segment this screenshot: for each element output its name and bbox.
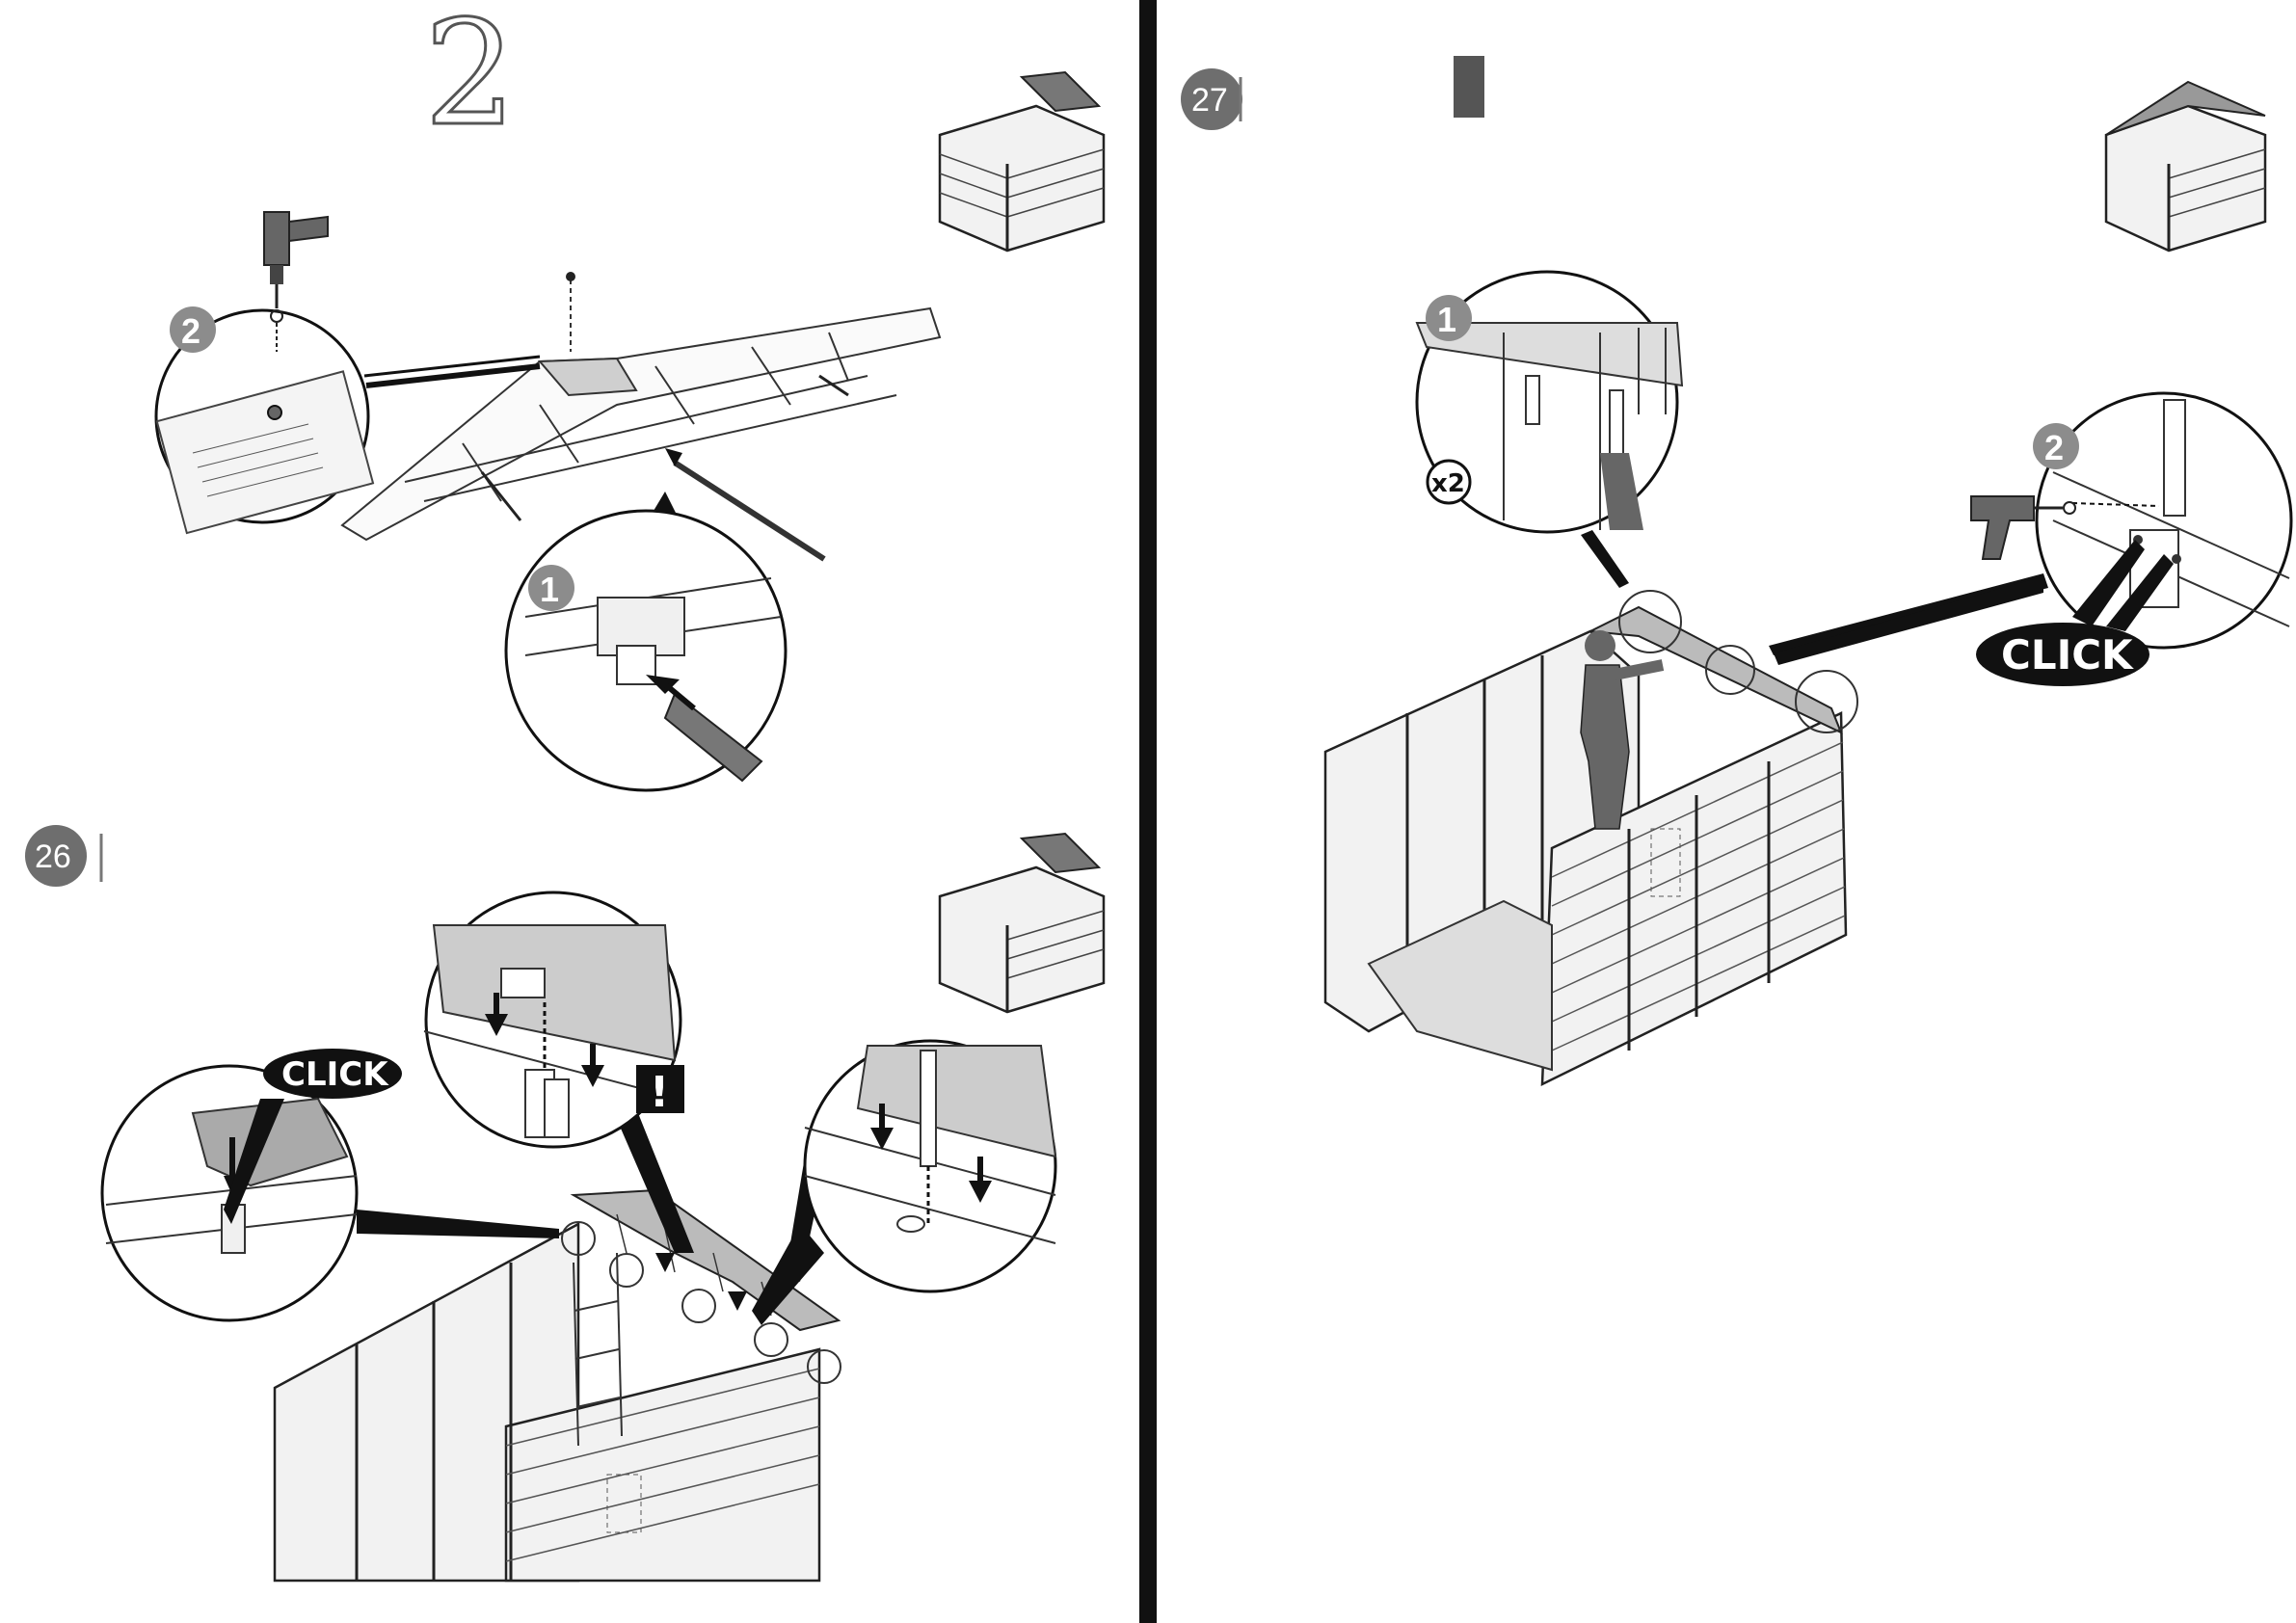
section-heading-digit: 2 [424, 0, 516, 158]
svg-text:26: 26 [35, 838, 71, 875]
sub-step-badge-2: 2 [170, 306, 216, 353]
step-27: 27 [1181, 56, 2291, 1084]
detail-circle-screw-click [1769, 393, 2291, 665]
page-divider [1139, 0, 1157, 1623]
sub-step-badge-1: 1 [1426, 295, 1472, 341]
thumbnail-shed-roof-lift [940, 72, 1104, 251]
svg-text:!: ! [650, 1068, 669, 1117]
svg-text:CLICK: CLICK [2001, 631, 2134, 678]
svg-text:CLICK: CLICK [281, 1055, 389, 1094]
thumbnail-shed-step-27 [2106, 82, 2265, 251]
shed-walls-step-26 [275, 1190, 841, 1581]
left-page: 2 [25, 0, 1104, 1581]
right-page: 27 [1181, 56, 2291, 1084]
step-26: 26 [25, 825, 1104, 1581]
svg-text:2: 2 [181, 311, 200, 351]
section-tab-marker [1454, 56, 1484, 118]
sub-step-badge-2: 2 [2033, 423, 2079, 469]
svg-text:x2: x2 [1431, 469, 1465, 498]
svg-text:1: 1 [1437, 300, 1456, 339]
detail-circle-insert [506, 492, 786, 790]
svg-text:27: 27 [1191, 82, 1228, 119]
sub-step-badge-1: 1 [528, 565, 574, 611]
shed-with-roof-frame [1325, 591, 1857, 1084]
warning-badge: ! [636, 1065, 684, 1117]
detail-circle-alignment [752, 1041, 1055, 1325]
thumbnail-shed-step-26 [940, 834, 1104, 1012]
svg-text:1: 1 [540, 570, 559, 609]
quantity-badge: x2 [1428, 461, 1470, 503]
svg-text:2: 2 [2044, 428, 2064, 467]
